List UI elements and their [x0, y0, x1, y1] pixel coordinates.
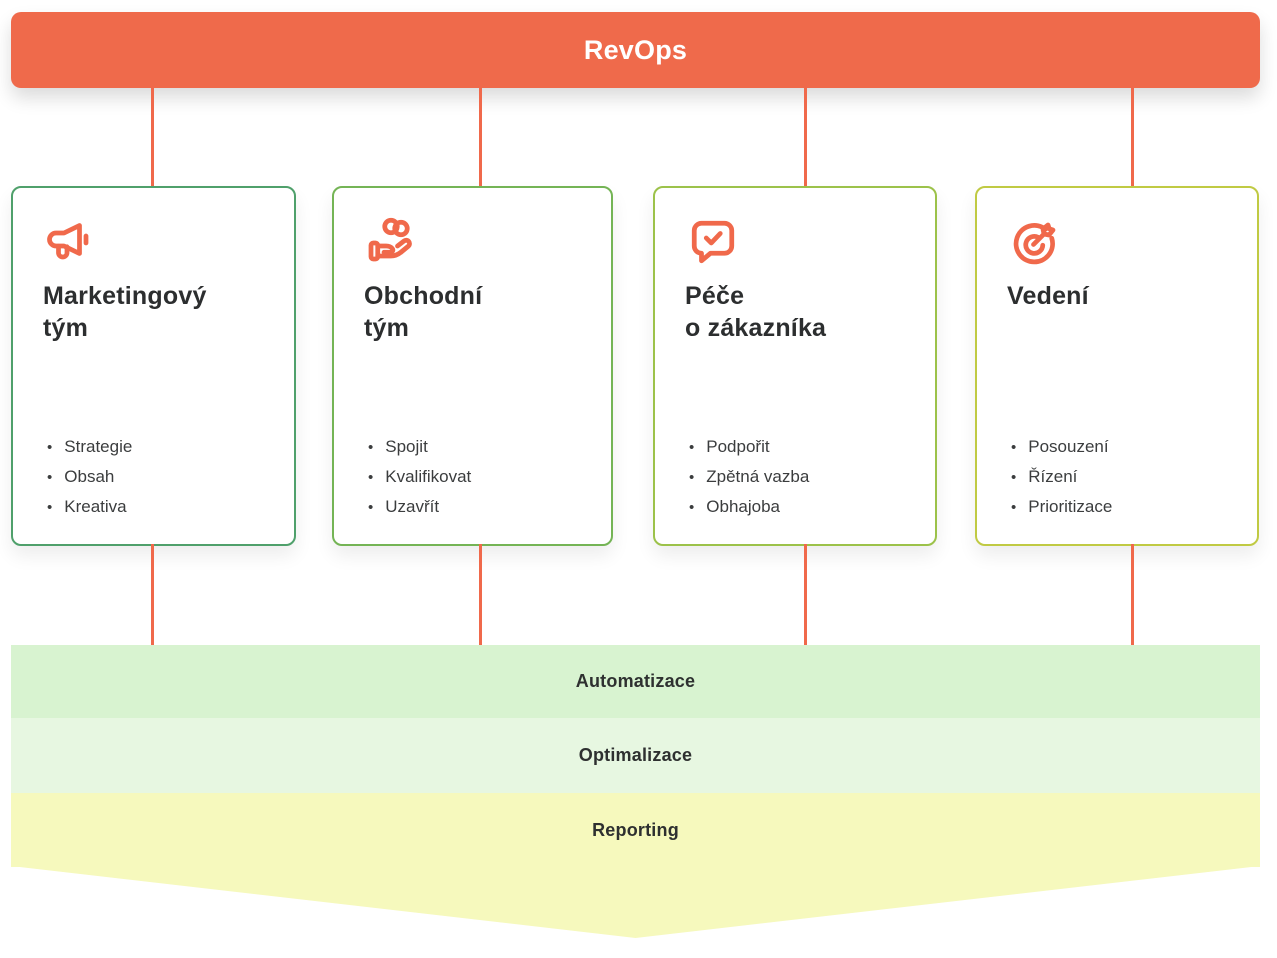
- bullet-icon: •: [1011, 439, 1017, 456]
- list-item: •Prioritizace: [1011, 492, 1247, 522]
- bullet-icon: •: [368, 439, 374, 456]
- band-optimization: Optimalizace: [11, 718, 1260, 793]
- connector-line: [479, 544, 482, 646]
- bullet-icon: •: [47, 499, 53, 516]
- list-item: •Obsah: [47, 462, 284, 492]
- list-item: •Zpětná vazba: [689, 462, 925, 492]
- card-title: Péče o zákazníka: [685, 282, 827, 342]
- bullet-icon: •: [368, 469, 374, 486]
- bullet-icon: •: [368, 499, 374, 516]
- bullet-icon: •: [1011, 499, 1017, 516]
- card-marketing-team: Marketingový tým •Strategie •Obsah •Krea…: [11, 186, 296, 546]
- revops-title: RevOps: [583, 34, 688, 65]
- list-item: •Podpořit: [689, 432, 925, 462]
- connector-line: [479, 86, 482, 186]
- bullet-icon: •: [47, 469, 53, 486]
- megaphone-icon: [41, 212, 101, 272]
- list-item: •Kreativa: [47, 492, 284, 522]
- connector-line: [804, 544, 807, 646]
- connector-line: [1131, 86, 1134, 186]
- list-item: •Posouzení: [1011, 432, 1247, 462]
- card-bullet-list: •Podpořit •Zpětná vazba •Obhajoba: [689, 432, 925, 522]
- connector-line: [151, 544, 154, 646]
- bullet-icon: •: [47, 439, 53, 456]
- funnel-arrow-shape: [11, 866, 1260, 938]
- card-title: Marketingový tým: [43, 282, 207, 342]
- bullet-icon: •: [689, 439, 695, 456]
- list-item: •Uzavřít: [368, 492, 601, 522]
- bullet-icon: •: [689, 469, 695, 486]
- chat-check-icon: [683, 212, 743, 272]
- card-customer-care: Péče o zákazníka •Podpořit •Zpětná vazba…: [653, 186, 937, 546]
- band-label: Automatizace: [575, 671, 696, 691]
- card-sales-team: Obchodní tým •Spojit •Kvalifikovat •Uzav…: [332, 186, 613, 546]
- list-item: •Řízení: [1011, 462, 1247, 492]
- connector-line: [804, 86, 807, 186]
- card-title: Obchodní tým: [364, 282, 483, 342]
- hand-coins-icon: [362, 212, 422, 272]
- list-item: •Kvalifikovat: [368, 462, 601, 492]
- connector-line: [151, 86, 154, 186]
- band-label: Optimalizace: [578, 745, 693, 765]
- band-automation: Automatizace: [11, 645, 1260, 718]
- card-bullet-list: •Spojit •Kvalifikovat •Uzavřít: [368, 432, 601, 522]
- list-item: •Obhajoba: [689, 492, 925, 522]
- bullet-icon: •: [689, 499, 695, 516]
- card-bullet-list: •Strategie •Obsah •Kreativa: [47, 432, 284, 522]
- list-item: •Strategie: [47, 432, 284, 462]
- card-title: Vedení: [1007, 282, 1089, 310]
- bullet-icon: •: [1011, 469, 1017, 486]
- target-arrow-icon: [1005, 212, 1065, 272]
- card-bullet-list: •Posouzení •Řízení •Prioritizace: [1011, 432, 1247, 522]
- band-label: Reporting: [592, 819, 679, 840]
- band-reporting: Reporting: [11, 793, 1260, 867]
- card-leadership: Vedení •Posouzení •Řízení •Prioritizace: [975, 186, 1259, 546]
- revops-header-bar: RevOps: [11, 12, 1260, 88]
- list-item: •Spojit: [368, 432, 601, 462]
- connector-line: [1131, 544, 1134, 646]
